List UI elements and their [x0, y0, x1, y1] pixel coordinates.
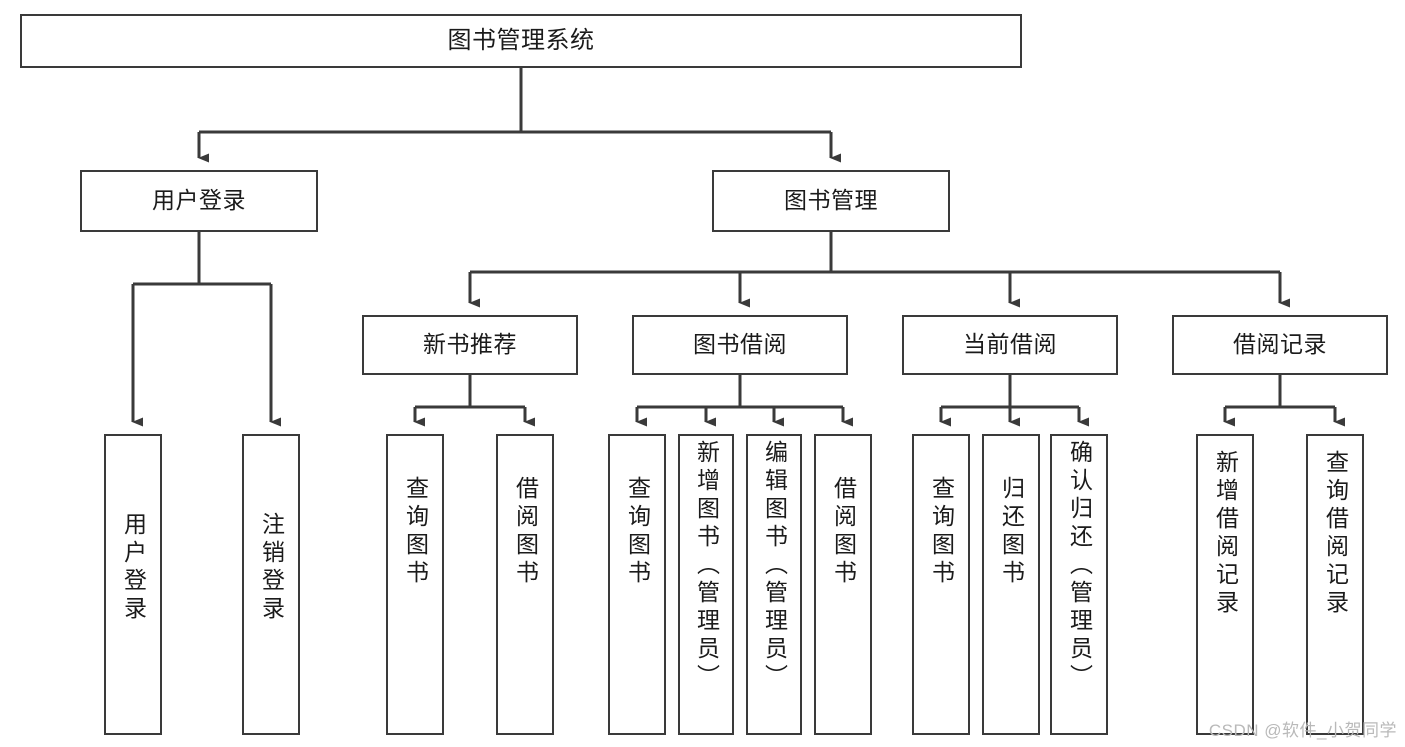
node-label: 确认归还（管理员）: [1066, 440, 1093, 692]
node-book-borrow[interactable]: 图书借阅: [632, 315, 848, 375]
leaf-current-borrow-return[interactable]: 归还图书: [982, 434, 1040, 735]
node-label: 新书推荐: [423, 331, 517, 358]
leaf-new-book-borrow[interactable]: 借阅图书: [496, 434, 554, 735]
leaf-borrow-record-add[interactable]: 新增借阅记录: [1196, 434, 1254, 735]
node-label: 当前借阅: [963, 331, 1057, 358]
leaf-book-borrow-borrow[interactable]: 借阅图书: [814, 434, 872, 735]
node-label: 用户登录: [120, 512, 147, 624]
node-label: 图书管理系统: [447, 26, 595, 54]
node-label: 新增借阅记录: [1212, 450, 1239, 618]
leaf-user-login-logout[interactable]: 注销登录: [242, 434, 300, 735]
node-label: 归还图书: [998, 476, 1025, 588]
node-new-book-recommend[interactable]: 新书推荐: [362, 315, 578, 375]
leaf-current-borrow-query[interactable]: 查询图书: [912, 434, 970, 735]
node-label: 编辑图书（管理员）: [761, 440, 788, 692]
leaf-new-book-query[interactable]: 查询图书: [386, 434, 444, 735]
node-label: 用户登录: [152, 187, 246, 214]
node-book-management[interactable]: 图书管理: [712, 170, 950, 232]
node-label: 查询图书: [624, 476, 651, 588]
node-label: 新增图书（管理员）: [693, 440, 720, 692]
node-label: 注销登录: [258, 512, 285, 624]
node-label: 查询图书: [928, 476, 955, 588]
leaf-book-borrow-query[interactable]: 查询图书: [608, 434, 666, 735]
leaf-borrow-record-query[interactable]: 查询借阅记录: [1306, 434, 1364, 735]
node-label: 图书管理: [784, 187, 878, 214]
csdn-watermark: CSDN @软件_小贺同学: [1208, 721, 1397, 740]
node-label: 查询借阅记录: [1322, 450, 1349, 618]
leaf-book-borrow-add[interactable]: 新增图书（管理员）: [678, 434, 734, 735]
node-root-system[interactable]: 图书管理系统: [20, 14, 1022, 68]
node-borrow-record[interactable]: 借阅记录: [1172, 315, 1388, 375]
node-label: 借阅记录: [1233, 331, 1327, 358]
node-label: 借阅图书: [830, 476, 857, 588]
leaf-user-login-login[interactable]: 用户登录: [104, 434, 162, 735]
node-label: 图书借阅: [693, 331, 787, 358]
leaf-current-borrow-confirm-return[interactable]: 确认归还（管理员）: [1050, 434, 1108, 735]
node-user-login[interactable]: 用户登录: [80, 170, 318, 232]
leaf-book-borrow-edit[interactable]: 编辑图书（管理员）: [746, 434, 802, 735]
node-label: 查询图书: [402, 476, 429, 588]
node-label: 借阅图书: [512, 476, 539, 588]
node-current-borrow[interactable]: 当前借阅: [902, 315, 1118, 375]
